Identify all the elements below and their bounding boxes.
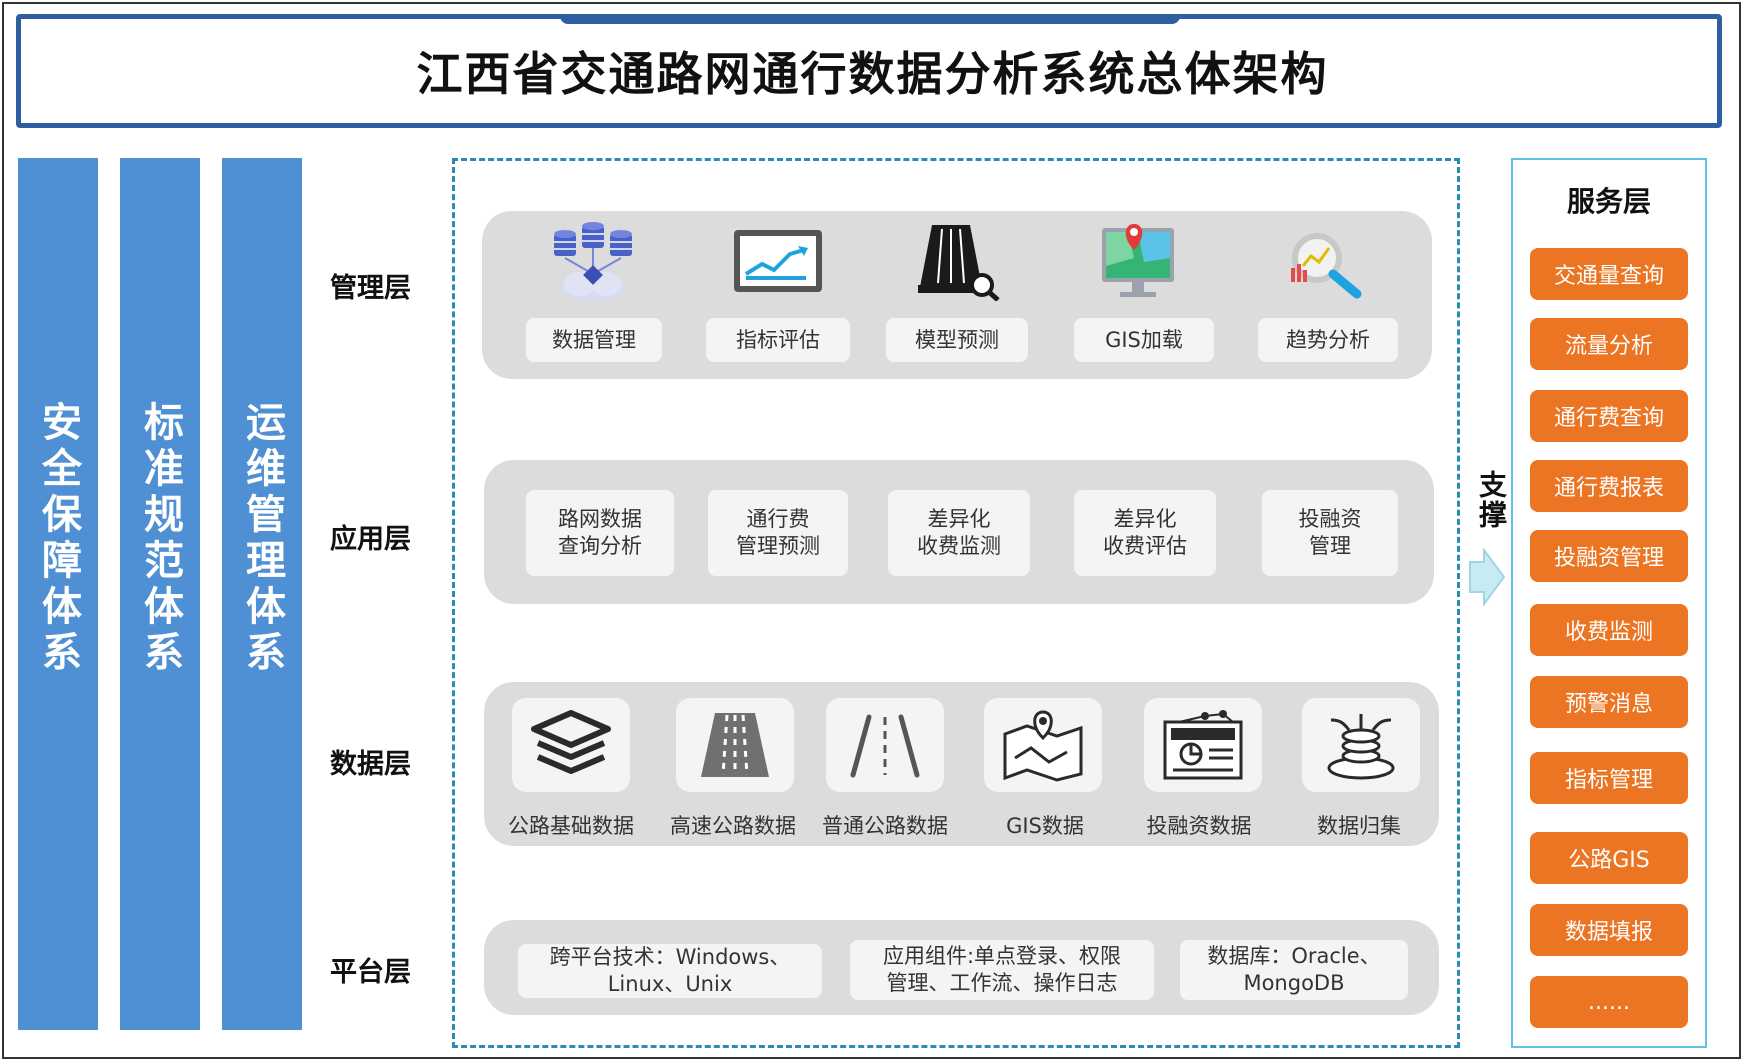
- service-item-toll-query[interactable]: 通行费查询: [1530, 390, 1688, 442]
- platform-item-database[interactable]: 数据库：Oracle、 MongoDB: [1180, 940, 1408, 1000]
- data-tile-expressway[interactable]: [676, 698, 794, 792]
- service-item-road-gis[interactable]: 公路GIS: [1530, 832, 1688, 884]
- data-label-gis: GIS数据: [1006, 814, 1084, 838]
- layer-label-platform: 平台层: [330, 957, 411, 988]
- data-tile-collect[interactable]: [1302, 698, 1420, 792]
- data-label-finance: 投融资数据: [1146, 814, 1252, 838]
- app-item-line2: 管理: [1309, 534, 1351, 558]
- app-item-line1: 差异化: [927, 507, 991, 531]
- service-item-indicator-mgmt[interactable]: 指标管理: [1530, 752, 1688, 804]
- road-search-icon: [912, 222, 1002, 302]
- database-cloud-icon: [548, 218, 638, 308]
- data-band: [484, 682, 1439, 846]
- app-item-line2: 收费评估: [1103, 534, 1187, 558]
- title-tab-decoration: [560, 14, 1180, 24]
- platform-item-line2: Linux、Unix: [607, 972, 733, 996]
- pillar-standards: 标准规范体系: [120, 158, 200, 1030]
- service-item-traffic-query[interactable]: 交通量查询: [1530, 248, 1688, 300]
- pillar-operations: 运维管理体系: [222, 158, 302, 1030]
- app-item-diff-toll-monitor[interactable]: 差异化收费监测: [888, 490, 1030, 576]
- app-item-line2: 查询分析: [558, 534, 642, 558]
- platform-item-line2: MongoDB: [1243, 971, 1345, 995]
- pillar-standards-label: 标准规范体系: [137, 401, 183, 677]
- app-item-line1: 路网数据: [558, 507, 642, 531]
- app-item-investment-mgmt[interactable]: 投融资管理: [1262, 490, 1398, 576]
- pillar-security: 安全保障体系: [18, 158, 98, 1030]
- service-item-investment[interactable]: 投融资管理: [1530, 530, 1688, 582]
- app-item-line1: 投融资: [1298, 507, 1362, 531]
- finance-report-icon: [1163, 710, 1243, 780]
- platform-item-line1: 应用组件:单点登录、权限: [882, 944, 1122, 968]
- data-tile-gis[interactable]: [984, 698, 1102, 792]
- service-layer-title: 服务层: [1566, 185, 1651, 218]
- app-item-line1: 差异化: [1113, 507, 1177, 531]
- highway-icon: [701, 713, 769, 777]
- layers-stack-icon: [531, 710, 611, 774]
- layer-label-application: 应用层: [330, 524, 411, 555]
- map-pin-monitor-icon: [1096, 218, 1180, 302]
- data-label-ordinary-road: 普通公路数据: [822, 814, 948, 838]
- mgmt-item-trend-analysis[interactable]: 趋势分析: [1258, 318, 1398, 362]
- layer-label-management: 管理层: [330, 273, 411, 304]
- magnifier-chart-icon: [1284, 226, 1374, 302]
- map-icon: [1003, 710, 1083, 782]
- platform-item-line1: 跨平台技术：Windows、: [549, 945, 791, 969]
- platform-item-line2: 管理、工作流、操作日志: [886, 971, 1118, 995]
- app-item-diff-toll-eval[interactable]: 差异化收费评估: [1074, 490, 1216, 576]
- mgmt-item-gis-load[interactable]: GIS加载: [1074, 318, 1214, 362]
- app-item-line2: 管理预测: [736, 534, 820, 558]
- support-label: 支撑: [1474, 470, 1508, 538]
- service-item-more[interactable]: ......: [1530, 976, 1688, 1028]
- service-item-toll-monitor[interactable]: 收费监测: [1530, 604, 1688, 656]
- app-item-line2: 收费监测: [917, 534, 1001, 558]
- pillar-operations-label: 运维管理体系: [239, 401, 285, 677]
- data-tile-highway-base[interactable]: [512, 698, 630, 792]
- service-item-alert-message[interactable]: 预警消息: [1530, 676, 1688, 728]
- app-item-toll-management[interactable]: 通行费管理预测: [708, 490, 848, 576]
- data-label-highway-base: 公路基础数据: [508, 814, 634, 838]
- app-item-road-data-query[interactable]: 路网数据查询分析: [526, 490, 674, 576]
- main-architecture-region: [452, 158, 1460, 1048]
- mgmt-item-indicator-eval[interactable]: 指标评估: [706, 318, 850, 362]
- platform-item-components[interactable]: 应用组件:单点登录、权限管理、工作流、操作日志: [850, 940, 1154, 1000]
- service-layer-box: [1511, 158, 1707, 1048]
- chart-monitor-icon: [730, 226, 826, 302]
- data-collect-icon: [1327, 714, 1395, 780]
- app-item-line1: 通行费: [746, 507, 810, 531]
- service-item-toll-report[interactable]: 通行费报表: [1530, 460, 1688, 512]
- data-tile-ordinary-road[interactable]: [826, 698, 944, 792]
- platform-item-cross-platform[interactable]: 跨平台技术：Windows、 Linux、Unix: [518, 944, 822, 998]
- layer-label-data: 数据层: [330, 749, 411, 780]
- service-item-data-entry[interactable]: 数据填报: [1530, 904, 1688, 956]
- mgmt-item-model-prediction[interactable]: 模型预测: [886, 318, 1028, 362]
- support-text: 支撑: [1475, 470, 1508, 530]
- page-title: 江西省交通路网通行数据分析系统总体架构: [416, 47, 1329, 101]
- support-arrow-icon: [1469, 548, 1506, 606]
- pillar-security-label: 安全保障体系: [35, 401, 81, 677]
- service-item-flow-analysis[interactable]: 流量分析: [1530, 318, 1688, 370]
- data-label-collect: 数据归集: [1317, 814, 1401, 838]
- road-lines-icon: [850, 714, 920, 778]
- platform-item-line1: 数据库：Oracle、: [1207, 944, 1381, 968]
- data-label-expressway: 高速公路数据: [670, 814, 796, 838]
- data-tile-finance[interactable]: [1144, 698, 1262, 792]
- mgmt-item-data-management[interactable]: 数据管理: [526, 318, 662, 362]
